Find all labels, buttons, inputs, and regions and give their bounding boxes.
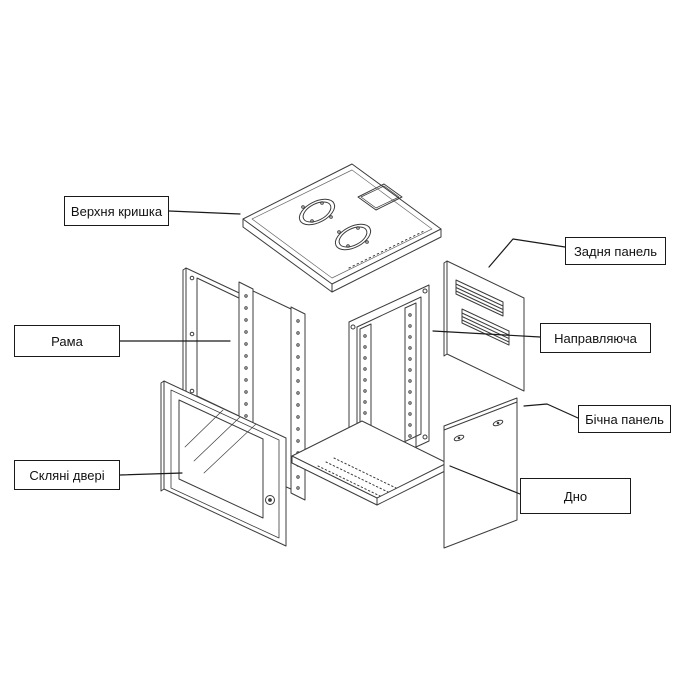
top-cover-part: [242, 163, 442, 293]
back-panel-part: [443, 260, 525, 392]
label-bottom: Дно: [520, 478, 631, 514]
glass-door-part: [160, 380, 287, 547]
label-side-panel: Бічна панель: [578, 405, 671, 433]
leader-line-bottom: [449, 465, 521, 495]
side-panel-part: [443, 397, 518, 549]
label-glass-door: Скляні двері: [14, 460, 120, 490]
leader-lines: [119, 210, 579, 495]
leader-line-back-panel: [488, 238, 566, 268]
leader-line-top-cover: [168, 210, 241, 215]
leader-line-glass-door: [119, 472, 183, 476]
leader-line-rail: [432, 330, 541, 338]
label-back-panel: Задня панель: [565, 237, 666, 265]
label-top-cover: Верхня кришка: [64, 196, 169, 226]
bottom-part: [291, 420, 448, 506]
label-rail: Направляюча: [540, 323, 651, 353]
label-frame: Рама: [14, 325, 120, 357]
leader-line-side-panel: [523, 403, 579, 419]
